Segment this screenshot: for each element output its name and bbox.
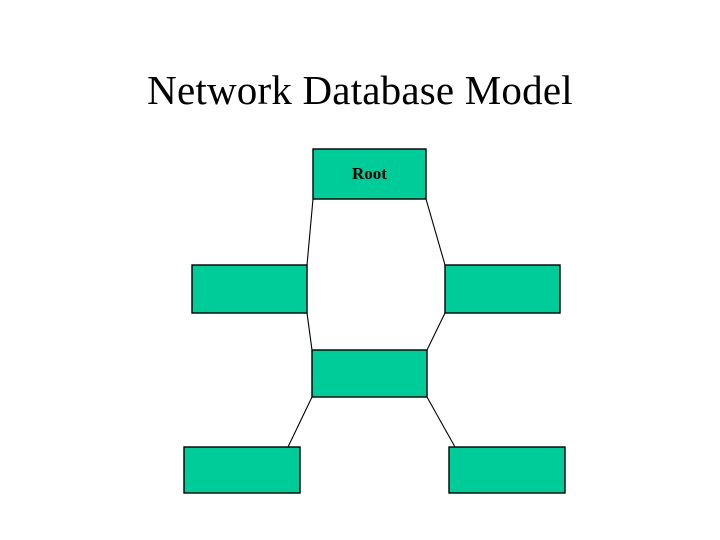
node-box-bottom-right[interactable]	[448, 446, 566, 494]
node-label-root: Root	[352, 164, 387, 183]
edge-left-mid-to-center	[306, 312, 313, 351]
edge-center-to-bottom-right	[426, 396, 456, 448]
node-box-root[interactable]	[312, 148, 427, 200]
node-box-bottom-left[interactable]	[183, 446, 301, 494]
edge-root-to-right-mid	[425, 198, 446, 266]
node-left-mid[interactable]	[191, 264, 308, 314]
node-root[interactable]: Root	[312, 148, 427, 200]
nodes-layer: Root	[183, 148, 566, 494]
edge-right-mid-to-center	[426, 312, 446, 351]
node-box-right-mid[interactable]	[444, 264, 561, 314]
node-box-left-mid[interactable]	[191, 264, 308, 314]
edges-layer	[287, 198, 456, 448]
node-center[interactable]	[311, 349, 428, 398]
node-bottom-left[interactable]	[183, 446, 301, 494]
page-title: Network Database Model	[147, 67, 573, 113]
edge-center-to-bottom-left	[287, 396, 313, 448]
node-box-center[interactable]	[311, 349, 428, 398]
node-bottom-right[interactable]	[448, 446, 566, 494]
node-right-mid[interactable]	[444, 264, 561, 314]
edge-root-to-left-mid	[306, 198, 314, 266]
